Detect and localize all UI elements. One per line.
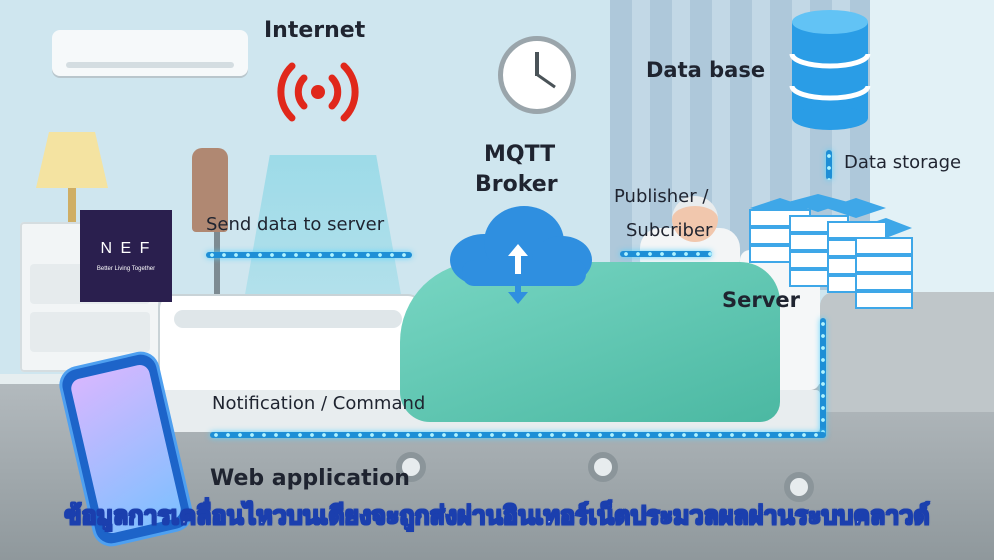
internet-icon [277,62,359,122]
data-storage-flow-line [826,150,832,180]
server-flow-line [820,318,826,436]
air-conditioner-vent [66,62,234,68]
bed-wheel [396,452,426,482]
nef-logo: N E F Better Living Together [80,210,172,302]
coat-stand [214,150,220,380]
bed-wheel [588,452,618,482]
publisher-flow-line [620,251,712,257]
mqtt-label: MQTT [484,142,556,167]
cloud-icon [450,206,592,286]
hanging-coat [192,148,228,232]
bed-wheel [784,472,814,502]
publisher-label: Publisher / [614,186,709,207]
bidirectional-arrow-icon [508,244,528,304]
nef-logo-brand: N E F [100,240,152,257]
nightstand-drawer [30,312,150,352]
server-rack-icon [749,194,913,309]
lamp-shade [36,132,108,188]
clock-hand-hour [535,52,539,76]
blanket [400,262,780,422]
bed-rail [174,310,402,328]
nef-logo-tagline: Better Living Together [96,266,156,272]
sofa [820,292,994,412]
web-application-label: Web application [210,466,410,491]
server-label: Server [722,288,801,312]
send-data-flow-line [206,252,412,258]
database-label: Data base [646,58,766,82]
thai-caption: ข้อมูลการเคลื่อนไหวบนเตียงจะถูกส่งผ่านอิ… [64,500,931,531]
lamp-stand [68,188,76,224]
patient-head [672,196,718,242]
broker-label: Broker [475,172,558,197]
internet-label: Internet [264,18,366,43]
database-icon [789,10,871,130]
subscriber-label: Subcriber [626,220,713,241]
data-storage-label: Data storage [844,152,962,173]
notification-label: Notification / Command [212,393,426,414]
send-data-label: Send data to server [206,214,385,235]
notification-flow-line [210,432,826,438]
air-conditioner [52,30,248,76]
